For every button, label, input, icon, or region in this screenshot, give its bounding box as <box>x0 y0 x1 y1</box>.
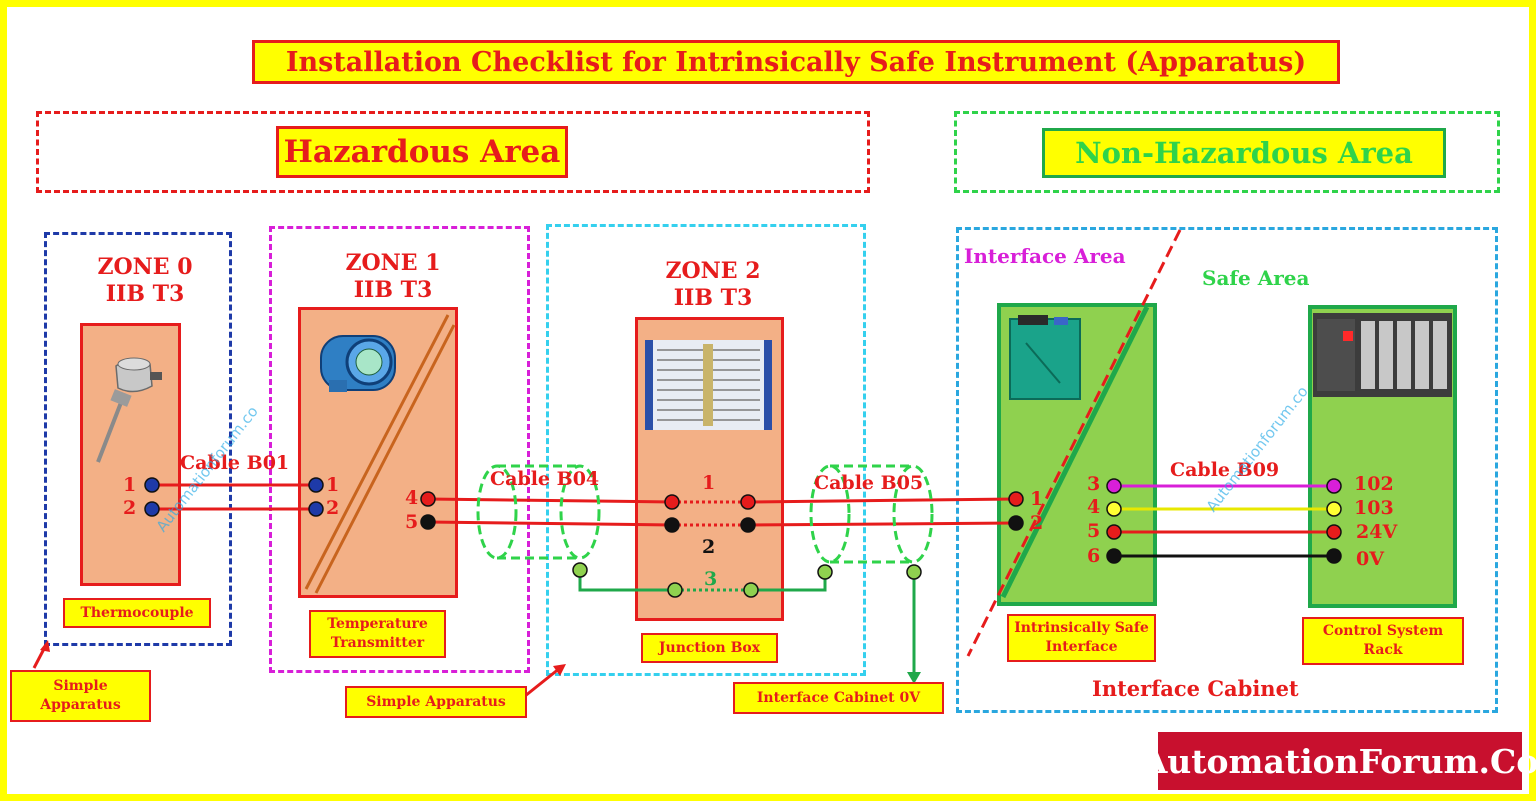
terminal-isi-6 <box>1106 548 1122 564</box>
rack-terminal-102-label: 102 <box>1354 473 1394 495</box>
rack-terminal-0v-label: 0V <box>1356 548 1384 570</box>
zone0-class: IIB T3 <box>105 281 185 307</box>
shield-terminal-b05 <box>817 564 833 580</box>
tc-terminal-1-label: 1 <box>123 474 137 496</box>
terminal-tt-4 <box>420 491 436 507</box>
wire-b05-pos <box>747 497 1017 504</box>
terminal-isi-4 <box>1106 501 1122 517</box>
jb-terminal-2-label: 2 <box>702 536 716 558</box>
cable-b05-shield-right <box>892 464 934 564</box>
terminal-isi-1 <box>1008 491 1024 507</box>
cable-b04-label: Cable B04 <box>490 468 600 490</box>
brand-logo: AutomationForum.Co <box>1142 732 1536 790</box>
jb-terminal-3-label: 3 <box>704 568 718 590</box>
non-hazardous-area-label: Non-Hazardous Area <box>1042 128 1446 178</box>
thermocouple-icon <box>96 357 162 463</box>
interface-area-label: Interface Area <box>964 244 1126 268</box>
rack-terminal-103-label: 103 <box>1354 497 1394 519</box>
terminal-jb-1-in <box>664 494 680 510</box>
simple-apparatus-tag-2: Simple Apparatus <box>345 686 527 718</box>
tt-terminal-1-label: 1 <box>326 474 340 496</box>
terminal-rack-103 <box>1326 501 1342 517</box>
terminal-tt-5 <box>420 514 436 530</box>
control-rack-image <box>1313 313 1452 397</box>
terminal-rack-24v <box>1326 524 1342 540</box>
simple-apparatus-tag-1: Simple Apparatus <box>10 670 151 722</box>
simple-apparatus-1-arrowhead <box>40 640 50 652</box>
isi-terminal-1-label: 1 <box>1030 488 1044 510</box>
isi-terminal-6-label: 6 <box>1087 545 1101 567</box>
transmitter-tag: Temperature Transmitter <box>309 610 446 658</box>
zone1-name: ZONE 1 <box>345 250 441 276</box>
cable-b04-shield-right <box>559 464 601 560</box>
terminal-isi-5 <box>1106 524 1122 540</box>
rack-tag: Control System Rack <box>1302 617 1464 665</box>
transmitter-barrier-line <box>304 314 456 594</box>
isi-terminal-4-label: 4 <box>1087 496 1101 518</box>
wire-b04-pos <box>427 497 673 504</box>
zone1-heading: ZONE 1 IIB T3 <box>318 250 468 304</box>
isi-module-image <box>1009 315 1081 400</box>
terminal-isi-3 <box>1106 478 1122 494</box>
cable-b09-label: Cable B09 <box>1170 459 1280 481</box>
hazardous-area-label: Hazardous Area <box>276 126 568 178</box>
hazardous-area-outline <box>36 111 870 193</box>
terminal-jb-2-in <box>664 517 680 533</box>
transmitter-icon <box>320 335 396 392</box>
interface-cabinet-label: Interface Cabinet <box>1092 676 1299 701</box>
zone1-class: IIB T3 <box>353 277 433 303</box>
tt-terminal-5-label: 5 <box>405 511 419 533</box>
tc-terminal-2-label: 2 <box>123 497 137 519</box>
tt-terminal-4-label: 4 <box>405 487 419 509</box>
interface-safe-boundary <box>966 229 1182 657</box>
shield-wire-b05 <box>751 572 827 592</box>
jb-terminal-1-label: 1 <box>702 472 716 494</box>
cable-b01-label: Cable B01 <box>180 452 290 474</box>
cabinet-0v-tag: Interface Cabinet 0V <box>733 682 944 714</box>
terminal-tc-2 <box>144 501 160 517</box>
isi-tag: Intrinsically Safe Interface <box>1007 614 1156 662</box>
simple-apparatus-2-arrowhead <box>553 664 566 676</box>
cable-b05-shield-left <box>809 464 851 564</box>
interface-cabinet-outline <box>956 227 1498 713</box>
terminal-tc-1 <box>144 477 160 493</box>
rack-terminal-24v-label: 24V <box>1356 521 1398 543</box>
non-hazardous-area-outline <box>954 111 1500 193</box>
zone0-heading: ZONE 0 IIB T3 <box>70 254 220 308</box>
zone2-heading: ZONE 2 IIB T3 <box>638 258 788 312</box>
isi-barrier-line <box>1000 305 1150 599</box>
terminal-jb-3-in <box>667 582 683 598</box>
terminal-isi-2 <box>1008 515 1024 531</box>
isi-terminal-2-label: 2 <box>1030 512 1044 534</box>
thermocouple-tag: Thermocouple <box>63 598 211 628</box>
junction-box-image <box>645 340 772 430</box>
safe-area-label: Safe Area <box>1202 266 1310 290</box>
zone2-class: IIB T3 <box>673 285 753 311</box>
diagram-title: Installation Checklist for Intrinsically… <box>252 40 1340 84</box>
wire-b05-neg <box>747 521 1017 527</box>
junction-box-tag: Junction Box <box>641 633 778 663</box>
terminal-rack-102 <box>1326 478 1342 494</box>
zone1-outline <box>269 226 530 673</box>
zone0-name: ZONE 0 <box>97 254 193 280</box>
zone2-outline <box>546 224 866 676</box>
tt-terminal-2-label: 2 <box>326 497 340 519</box>
isi-terminal-3-label: 3 <box>1087 473 1101 495</box>
cabinet-0v-arrow <box>907 672 921 684</box>
zone0-outline <box>44 232 232 646</box>
shield-terminal-b04 <box>572 562 588 578</box>
wire-b04-neg <box>427 520 673 527</box>
isi-terminal-5-label: 5 <box>1087 520 1101 542</box>
terminal-jb-2-out <box>740 517 756 533</box>
terminal-jb-3-out <box>743 582 759 598</box>
terminal-jb-1-out <box>740 494 756 510</box>
terminal-tt-1 <box>308 477 324 493</box>
shield-terminal-0v <box>906 564 922 580</box>
cable-b05-label: Cable B05 <box>814 472 924 494</box>
terminal-rack-0v <box>1326 548 1342 564</box>
terminal-tt-2 <box>308 501 324 517</box>
shield-wire-b04 <box>578 570 675 592</box>
zone2-name: ZONE 2 <box>665 258 761 284</box>
